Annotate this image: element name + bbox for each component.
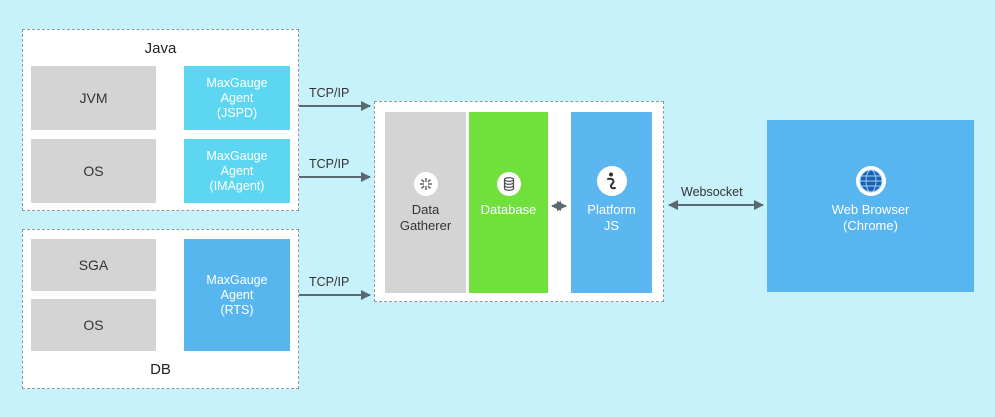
db-os-box: OS [31, 299, 156, 351]
platform-js-box: Platform JS [571, 112, 652, 293]
db-os-label: OS [83, 317, 104, 333]
browser-label-line-1: Web Browser [831, 202, 910, 217]
globe-icon [855, 166, 886, 196]
rts-agent-line-3: (RTS) [220, 302, 254, 317]
jspd-agent-line-2: Agent [220, 90, 254, 105]
database-label: Database [480, 202, 537, 217]
jspd-agent-line-1: MaxGauge [206, 75, 268, 90]
tcp-label-1: TCP/IP [309, 86, 350, 100]
platform-label-line-2: JS [603, 218, 620, 233]
data-gatherer-box: Data Gatherer [385, 112, 466, 293]
sga-box: SGA [31, 239, 156, 291]
jspd-agent-line-3: (JSPD) [216, 105, 258, 120]
jspd-agent-box: MaxGauge Agent (JSPD) [184, 66, 290, 130]
gather-icon [413, 172, 438, 196]
rts-agent-line-2: Agent [220, 287, 254, 302]
tcp-label-2: TCP/IP [309, 157, 350, 171]
imagent-agent-box: MaxGauge Agent (IMAgent) [184, 139, 290, 203]
platform-label-line-1: Platform [587, 202, 636, 217]
gatherer-label-line-1: Data [411, 202, 440, 217]
rts-agent-box: MaxGauge Agent (RTS) [184, 239, 290, 351]
websocket-label: Websocket [681, 185, 743, 199]
imagent-agent-line-2: Agent [220, 163, 254, 178]
gatherer-label-line-2: Gatherer [399, 218, 452, 233]
browser-label-line-2: (Chrome) [843, 218, 898, 233]
imagent-agent-line-3: (IMAgent) [209, 178, 265, 193]
websocket-arrow [668, 200, 764, 210]
web-browser-box: Web Browser (Chrome) [767, 120, 974, 292]
jvm-label: JVM [79, 90, 108, 106]
imagent-agent-line-1: MaxGauge [206, 148, 268, 163]
tcp-label-3: TCP/IP [309, 275, 350, 289]
db-platform-arrow [551, 201, 567, 211]
java-group-title: Java [144, 40, 177, 57]
java-os-label: OS [83, 163, 104, 179]
jvm-box: JVM [31, 66, 156, 130]
database-icon [496, 172, 521, 196]
rts-agent-line-1: MaxGauge [206, 272, 268, 287]
platform-js-logo-icon [596, 166, 627, 196]
database-box: Database [469, 112, 548, 293]
java-os-box: OS [31, 139, 156, 203]
db-group-title: DB [150, 361, 171, 378]
sga-label: SGA [78, 257, 109, 273]
